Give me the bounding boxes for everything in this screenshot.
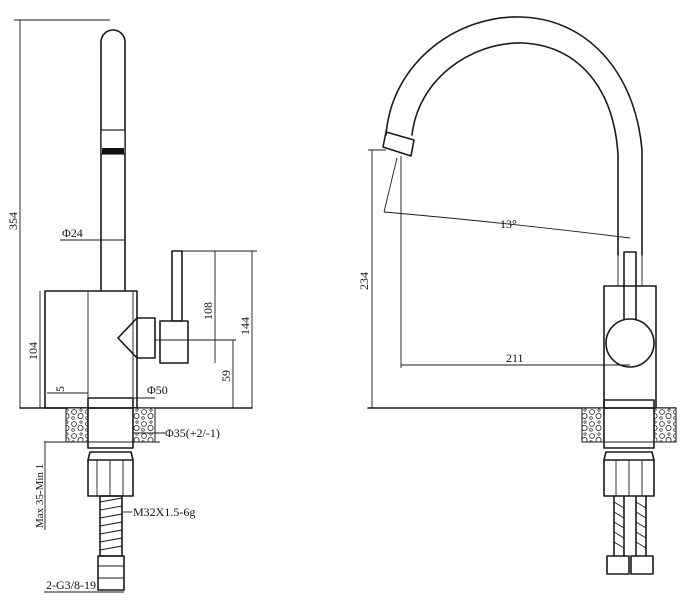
front-shank bbox=[603, 399, 655, 449]
dim-text-phi50: Φ50 bbox=[147, 383, 168, 397]
dim-text-104: 104 bbox=[26, 342, 40, 360]
side-mount-nut bbox=[87, 451, 134, 497]
dim-text-144: 144 bbox=[238, 317, 252, 335]
dim-text-211: 211 bbox=[506, 351, 524, 365]
dim-text-5: 5 bbox=[53, 386, 67, 392]
side-countertop-stone-left bbox=[65, 407, 89, 443]
front-handle-lever bbox=[623, 251, 637, 323]
front-spout-outer bbox=[385, 16, 643, 256]
side-shank bbox=[87, 397, 134, 449]
side-cartridge-cone bbox=[117, 317, 156, 359]
front-view: 234 211 13° bbox=[357, 16, 677, 575]
dim-text-counter: Max 35-Min 1 bbox=[34, 464, 46, 528]
dim-text-354: 354 bbox=[6, 212, 20, 230]
dim-text-13deg: 13° bbox=[500, 217, 517, 231]
front-countertop-stone-right bbox=[653, 407, 677, 443]
dim-text-hose-thread: 2-G3/8-19 bbox=[46, 578, 96, 592]
side-aerator-dark-ring bbox=[102, 148, 124, 154]
side-countertop-stone-right bbox=[132, 407, 156, 443]
side-hose-connector bbox=[97, 555, 125, 591]
side-spout-pipe bbox=[100, 29, 126, 291]
side-view: 354 Φ24 104 108 144 59 5 Φ50 Φ35(+2/-1) … bbox=[6, 19, 257, 593]
front-countertop-stone-left bbox=[581, 407, 605, 443]
front-hose-end-left bbox=[606, 555, 630, 575]
front-braided-hoses bbox=[613, 495, 647, 557]
dim-text-thread: M32X1.5-6g bbox=[133, 505, 195, 519]
side-stud-threads bbox=[99, 497, 123, 551]
dim-text-phi24: Φ24 bbox=[62, 226, 83, 240]
dim-text-234: 234 bbox=[357, 272, 371, 290]
dim-angle-ray bbox=[383, 157, 398, 213]
front-spout-inner bbox=[411, 42, 619, 256]
side-handle-base bbox=[159, 320, 189, 364]
front-handle-knob bbox=[605, 318, 655, 368]
side-handle-lever bbox=[171, 250, 183, 322]
dim-text-108: 108 bbox=[201, 302, 215, 320]
dim-arc-13deg bbox=[383, 211, 631, 239]
dim-text-phi35: Φ35(+2/-1) bbox=[165, 426, 220, 440]
front-hose-end-right bbox=[630, 555, 654, 575]
front-aerator-edge bbox=[382, 146, 412, 157]
dim-text-59: 59 bbox=[219, 370, 233, 382]
